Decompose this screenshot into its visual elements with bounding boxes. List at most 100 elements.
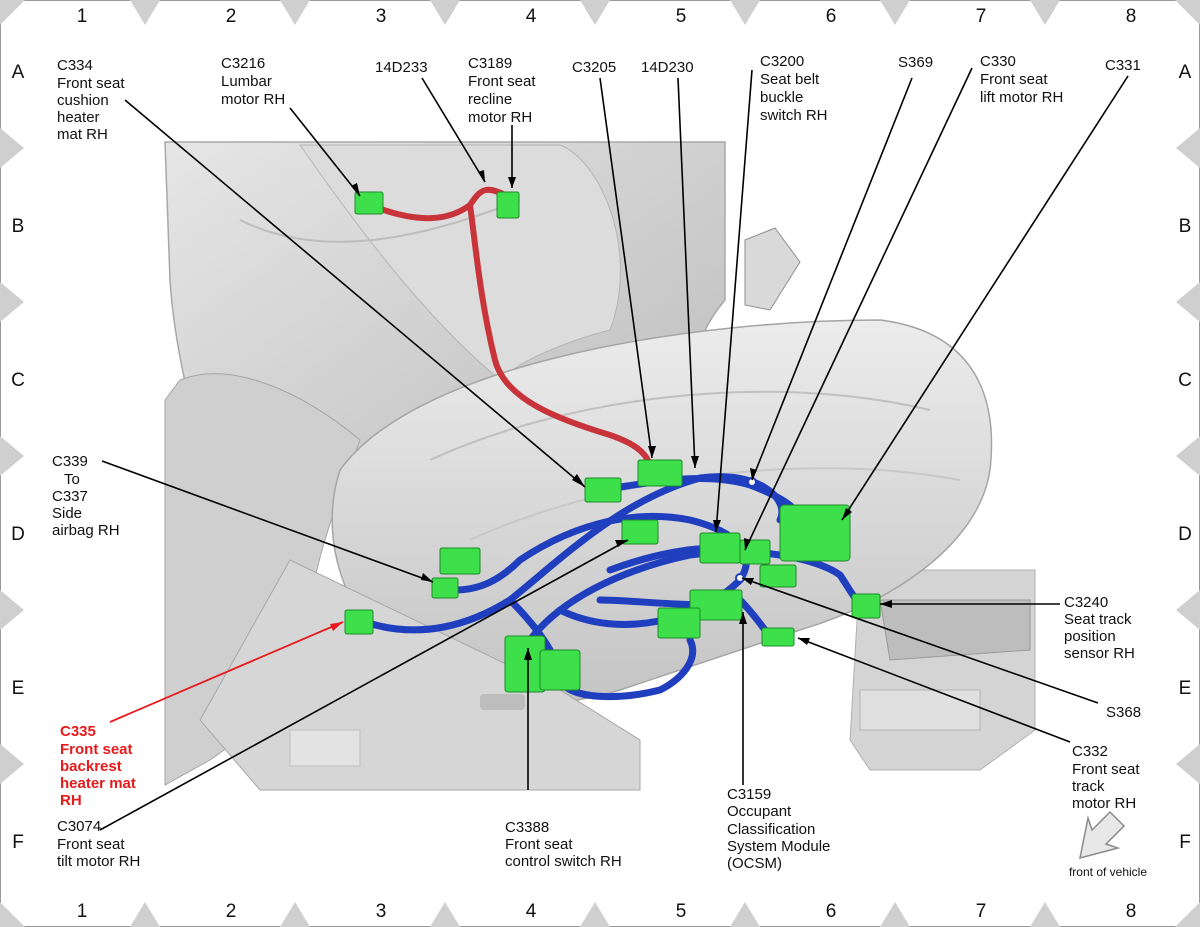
label-s369: S369: [898, 54, 933, 71]
front-arrow-icon: [1079, 810, 1126, 860]
label-line: control switch RH: [505, 853, 622, 870]
arrowheads: [351, 170, 892, 660]
grid-row-label: A: [1179, 62, 1192, 83]
label-line: buckle: [760, 89, 803, 106]
grid-col-label: 7: [976, 6, 987, 27]
label-line: C332: [1072, 743, 1108, 760]
label-c335: C335 Front seat backrest heater mat RH: [60, 723, 136, 809]
label-c3159: C3159 Occupant Classification System Mod…: [727, 786, 830, 872]
label-line: recline: [468, 91, 512, 108]
connector-c335: [344, 609, 374, 635]
label-line: System Module: [727, 838, 830, 855]
seat-track-foot: [859, 689, 981, 731]
label-c339: C339 To C337 Side airbag RH: [52, 453, 120, 539]
label-line: airbag RH: [52, 522, 120, 539]
label-line: lift motor RH: [980, 89, 1063, 106]
grid-col-label: 5: [676, 901, 687, 922]
grid-row-label: C: [1178, 370, 1192, 391]
label-c331: C331: [1105, 57, 1141, 74]
label-line: C330: [980, 53, 1016, 70]
front-of-vehicle-label: front of vehicle: [1069, 865, 1147, 879]
label-line: C334: [57, 57, 93, 74]
grid-col-label: 3: [376, 6, 387, 27]
grid-row-label: C: [11, 370, 25, 391]
arrowhead-c335: [330, 622, 343, 631]
label-c3240: C3240 Seat track position sensor RH: [1064, 594, 1135, 662]
connector-c3388-b: [539, 649, 581, 691]
label-line: S369: [898, 54, 933, 71]
connector-c3200: [699, 532, 741, 564]
label-14d230: 14D230: [641, 59, 694, 76]
label-line: C3240: [1064, 594, 1108, 611]
label-line: Lumbar: [221, 73, 272, 90]
label-line: C3205: [572, 59, 616, 76]
grid-row-label: D: [11, 524, 25, 545]
headrest-seam: [239, 199, 521, 243]
label-line: Front seat: [1072, 761, 1140, 778]
label-line: Front seat: [57, 836, 125, 853]
label-c3205: C3205: [572, 59, 616, 76]
label-line: motor RH: [221, 91, 285, 108]
label-line: Front seat: [505, 836, 573, 853]
lower-panel-slot: [289, 729, 361, 767]
grid-row-label: E: [1179, 678, 1192, 699]
grid-row-label: B: [12, 216, 25, 237]
red-harness: [367, 186, 653, 468]
label-line: C339: [52, 453, 88, 470]
seat-track-rail: [879, 599, 1031, 661]
grid-row-label: F: [1179, 832, 1191, 853]
grid-row-label: E: [12, 678, 25, 699]
connectors: [344, 191, 881, 693]
grid-rows-right: A B C D E F: [1178, 62, 1192, 853]
connector-c3159-b: [657, 607, 701, 639]
grid-row-label: B: [1179, 216, 1192, 237]
grid-col-label: 3: [376, 901, 387, 922]
label-line: 14D230: [641, 59, 694, 76]
leader-line-c335: [109, 621, 344, 723]
grid-row-label: A: [12, 62, 25, 83]
grid-col-label: 2: [226, 901, 237, 922]
label-line: heater: [57, 109, 100, 126]
label-line: Side: [52, 505, 82, 522]
connector-c3388: [504, 635, 546, 693]
label-line: C3074: [57, 818, 101, 835]
label-line: RH: [60, 792, 82, 809]
connector-c3074: [621, 519, 659, 545]
grid-col-label: 4: [526, 6, 537, 27]
connector-c331: [759, 564, 797, 588]
connector-c339-2: [431, 577, 459, 599]
label-line: C335: [60, 723, 96, 740]
label-line: tilt motor RH: [57, 853, 140, 870]
label-line: Seat track: [1064, 611, 1132, 628]
label-line: position: [1064, 628, 1116, 645]
connector-c3189: [496, 191, 520, 219]
grid-row-label: F: [12, 832, 24, 853]
connector-c3159: [689, 589, 743, 621]
label-c332: C332 Front seat track motor RH: [1072, 743, 1140, 812]
label-14d233: 14D233: [375, 59, 428, 76]
grid-row-label: D: [1178, 524, 1192, 545]
label-c3216: C3216 Lumbar motor RH: [221, 55, 285, 108]
grid-col-label: 5: [676, 6, 687, 27]
grid-col-label: 8: [1126, 901, 1137, 922]
connector-c332: [761, 627, 795, 647]
label-line: mat RH: [57, 126, 108, 143]
connector-c334: [584, 477, 622, 503]
grid-col-label: 7: [976, 901, 987, 922]
label-line: motor RH: [1072, 795, 1136, 812]
label-line: track: [1072, 778, 1105, 795]
label-c334: C334 Front seat cushion heater mat RH: [57, 57, 125, 143]
connector-c3216: [354, 191, 384, 215]
label-line: switch RH: [760, 107, 828, 124]
grid-columns-top: 1 2 3 4 5 6 7 8: [77, 6, 1137, 27]
label-line: Front seat: [980, 71, 1048, 88]
label-line: motor RH: [468, 109, 532, 126]
label-line: Classification: [727, 821, 815, 838]
label-line: Front seat: [57, 75, 125, 92]
cushion-seam: [429, 390, 931, 461]
grid-rows-left: A B C D E F: [11, 62, 25, 853]
grid-col-label: 6: [826, 901, 837, 922]
label-c3200: C3200 Seat belt buckle switch RH: [760, 53, 828, 124]
label-line: To: [64, 471, 80, 488]
